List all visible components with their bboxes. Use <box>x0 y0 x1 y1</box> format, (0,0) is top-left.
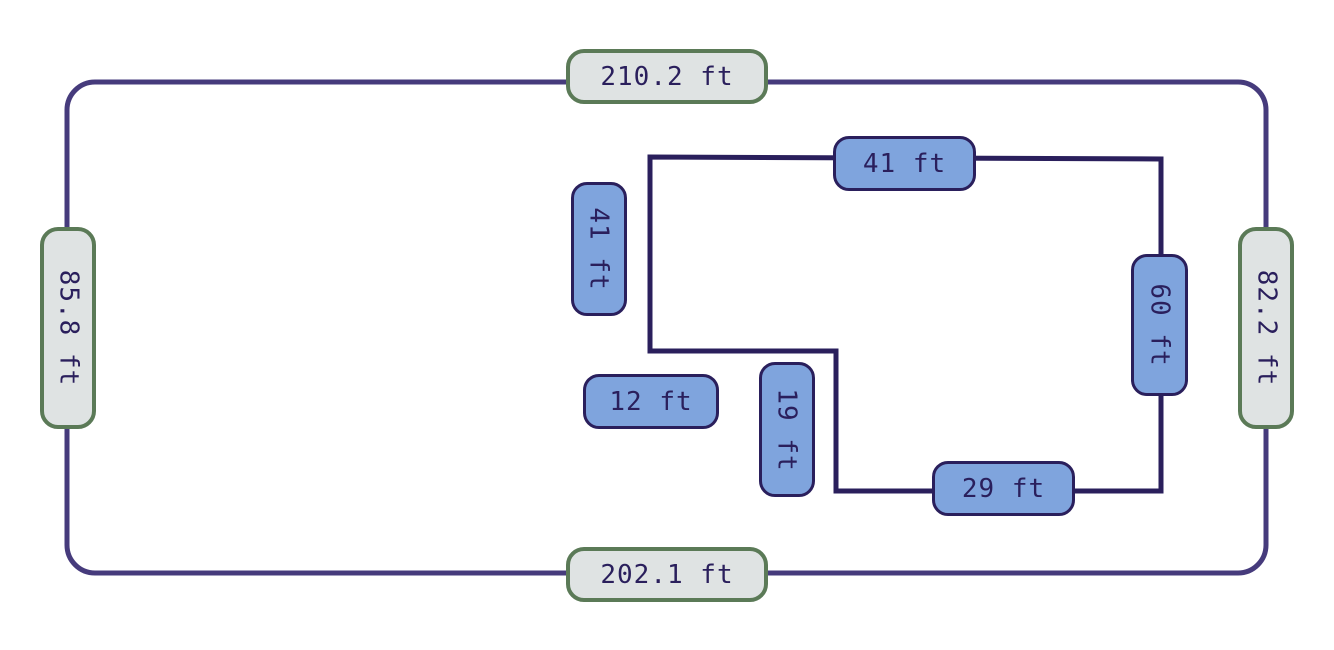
building-right-label: 60 ft <box>1131 254 1188 396</box>
boundary-top-label: 210.2 ft <box>566 49 768 104</box>
boundary-top-text: 210.2 ft <box>600 61 734 92</box>
boundary-right-label: 82.2 ft <box>1238 227 1294 429</box>
building-top-label: 41 ft <box>833 136 976 191</box>
boundary-bottom-label: 202.1 ft <box>566 547 768 602</box>
boundary-left-text: 85.8 ft <box>53 269 84 387</box>
building-top-text: 41 ft <box>862 148 947 179</box>
building-bottom-text: 29 ft <box>961 473 1046 504</box>
building-step-horizontal-text: 12 ft <box>609 386 693 417</box>
building-right-text: 60 ft <box>1144 283 1175 367</box>
boundary-bottom-text: 202.1 ft <box>600 559 734 590</box>
building-step-horizontal-label: 12 ft <box>583 374 719 429</box>
boundary-left-label: 85.8 ft <box>40 227 96 429</box>
building-left-label: 41 ft <box>571 182 627 316</box>
building-step-vertical-text: 19 ft <box>772 387 802 472</box>
building-bottom-label: 29 ft <box>932 461 1075 516</box>
building-left-text: 41 ft <box>584 207 614 291</box>
boundary-right-text: 82.2 ft <box>1251 269 1282 387</box>
building-footprint-line <box>647 154 1164 494</box>
building-step-vertical-label: 19 ft <box>759 362 815 497</box>
